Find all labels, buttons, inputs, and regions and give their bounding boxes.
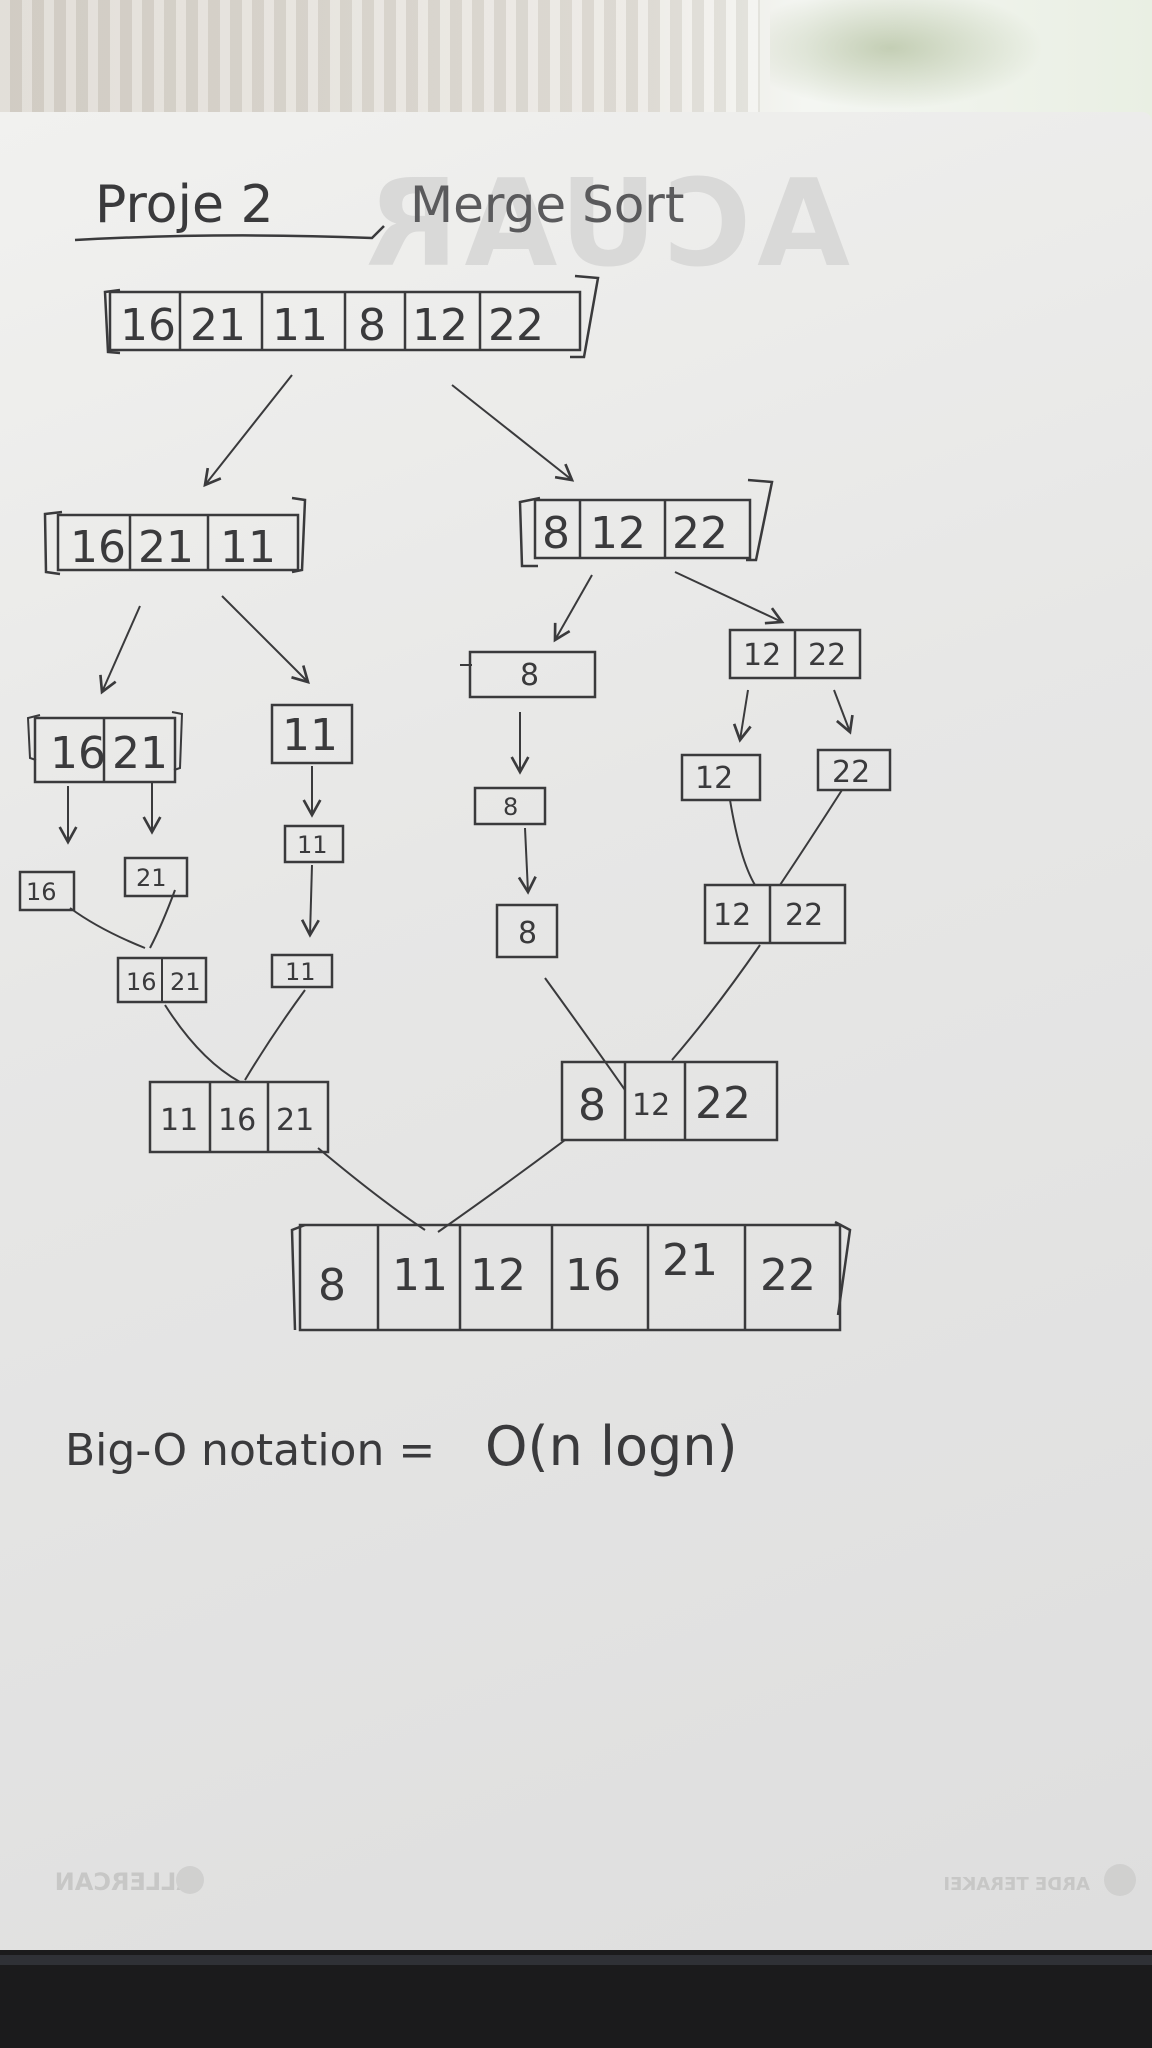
final-cell: 8 bbox=[318, 1260, 346, 1311]
root-cell: 21 bbox=[190, 300, 246, 351]
left-half-cell: 11 bbox=[220, 522, 276, 573]
big-o-label: Big-O notation = bbox=[65, 1425, 435, 1476]
merged-cell: 22 bbox=[785, 898, 823, 933]
merged-cell: 16 bbox=[126, 968, 157, 996]
split-cell: 22 bbox=[808, 638, 846, 673]
split-8: 8 bbox=[460, 650, 597, 699]
footer-watermark-right: ARDE TERAKEI bbox=[943, 1874, 1090, 1895]
algorithm-title: Merge Sort bbox=[410, 176, 684, 234]
leaf-11: 11 bbox=[283, 824, 345, 864]
root-array: 16 21 11 8 12 22 bbox=[103, 274, 600, 359]
root-cell: 12 bbox=[412, 300, 468, 351]
split-arrow bbox=[451, 384, 575, 482]
background-window bbox=[0, 0, 1152, 130]
background-curtain bbox=[0, 0, 760, 130]
leaf-8-mid: 8 bbox=[473, 786, 547, 826]
merged-cell: 21 bbox=[170, 968, 201, 996]
merged-16-21: 16 21 bbox=[116, 956, 208, 1004]
final-cell: 21 bbox=[662, 1235, 718, 1286]
leaf-value: 21 bbox=[136, 864, 167, 892]
root-cell: 8 bbox=[358, 300, 386, 351]
split-arrow bbox=[732, 689, 752, 743]
right-half-cell: 12 bbox=[590, 508, 646, 559]
footer-watermark-logo bbox=[1104, 1864, 1136, 1896]
leaf-value: 8 bbox=[503, 793, 518, 821]
merge-line bbox=[300, 864, 320, 938]
merged-left-array: 11 16 21 bbox=[148, 1080, 330, 1154]
split-arrow bbox=[99, 605, 141, 695]
left-half-array: 16 21 11 bbox=[43, 496, 307, 576]
leaf-12: 12 bbox=[680, 753, 762, 802]
split-cell: 11 bbox=[282, 710, 338, 761]
leaf-16: 16 bbox=[18, 870, 76, 912]
leaf-value: 12 bbox=[695, 761, 733, 796]
split-arrow bbox=[833, 689, 854, 735]
merge-line bbox=[164, 1004, 241, 1083]
desk-edge bbox=[0, 1955, 1152, 1965]
background-foliage bbox=[770, 0, 1070, 120]
split-cell: 12 bbox=[743, 638, 781, 673]
merged-cell: 21 bbox=[276, 1103, 314, 1138]
merge-line bbox=[244, 989, 306, 1081]
footer-watermark-left: ALLERCAN bbox=[55, 1868, 195, 1896]
merged-cell: 8 bbox=[518, 916, 537, 951]
split-12-22: 12 22 bbox=[728, 628, 862, 680]
split-cell: 16 bbox=[50, 728, 106, 779]
root-cell: 11 bbox=[272, 300, 328, 351]
leaf-value: 11 bbox=[297, 831, 328, 859]
leaf-value: 16 bbox=[26, 878, 57, 906]
merged-cell: 8 bbox=[578, 1080, 606, 1131]
root-cell: 22 bbox=[488, 300, 544, 351]
split-arrow bbox=[553, 574, 593, 643]
merge-line bbox=[671, 944, 761, 1061]
left-half-cell: 16 bbox=[70, 522, 126, 573]
split-arrow bbox=[203, 374, 293, 488]
merged-11: 11 bbox=[270, 953, 334, 989]
merge-line bbox=[544, 977, 626, 1091]
merged-cell: 16 bbox=[218, 1103, 256, 1138]
root-cell: 16 bbox=[120, 300, 176, 351]
split-cell: 21 bbox=[112, 728, 168, 779]
split-arrow bbox=[674, 571, 785, 625]
split-arrow bbox=[221, 595, 310, 684]
right-half-cell: 22 bbox=[672, 508, 728, 559]
merge-line bbox=[779, 789, 843, 886]
merged-8: 8 bbox=[495, 903, 559, 959]
split-cell: 8 bbox=[520, 658, 539, 693]
merged-12-22: 12 22 bbox=[703, 883, 847, 945]
merged-cell: 11 bbox=[160, 1103, 198, 1138]
leaf-21: 21 bbox=[123, 856, 189, 898]
title-underline bbox=[74, 225, 385, 242]
merge-line bbox=[149, 889, 176, 949]
leaf-22: 22 bbox=[816, 748, 892, 792]
footer-watermark-logo bbox=[176, 1866, 204, 1894]
leaf-value: 22 bbox=[832, 755, 870, 790]
merge-line bbox=[69, 907, 146, 949]
final-sorted-array: 8 11 12 16 21 22 bbox=[290, 1220, 852, 1332]
project-title: Proje 2 bbox=[95, 175, 274, 235]
merged-cell: 22 bbox=[695, 1078, 751, 1129]
split-11: 11 bbox=[270, 703, 354, 765]
brand-watermark: ACUAR bbox=[360, 155, 850, 294]
paper-sheet bbox=[0, 112, 1152, 1960]
split-arrow bbox=[517, 827, 537, 895]
left-half-cell: 21 bbox=[138, 522, 194, 573]
desk-surface bbox=[0, 1950, 1152, 2048]
right-half-cell: 8 bbox=[542, 508, 570, 559]
split-16-21: 16 21 bbox=[26, 711, 184, 784]
merged-cell: 12 bbox=[632, 1088, 670, 1123]
merged-cell: 11 bbox=[285, 958, 316, 986]
merge-line bbox=[317, 1147, 426, 1231]
final-cell: 22 bbox=[760, 1250, 816, 1301]
merged-right-array: 8 12 22 bbox=[560, 1060, 779, 1142]
final-cell: 16 bbox=[565, 1250, 621, 1301]
final-cell: 11 bbox=[392, 1250, 448, 1301]
merge-line bbox=[729, 799, 756, 886]
merge-line bbox=[437, 1139, 566, 1233]
right-half-array: 8 12 22 bbox=[518, 478, 774, 568]
big-o-value: O(n logn) bbox=[485, 1415, 738, 1478]
merged-cell: 12 bbox=[713, 898, 751, 933]
final-cell: 12 bbox=[470, 1250, 526, 1301]
